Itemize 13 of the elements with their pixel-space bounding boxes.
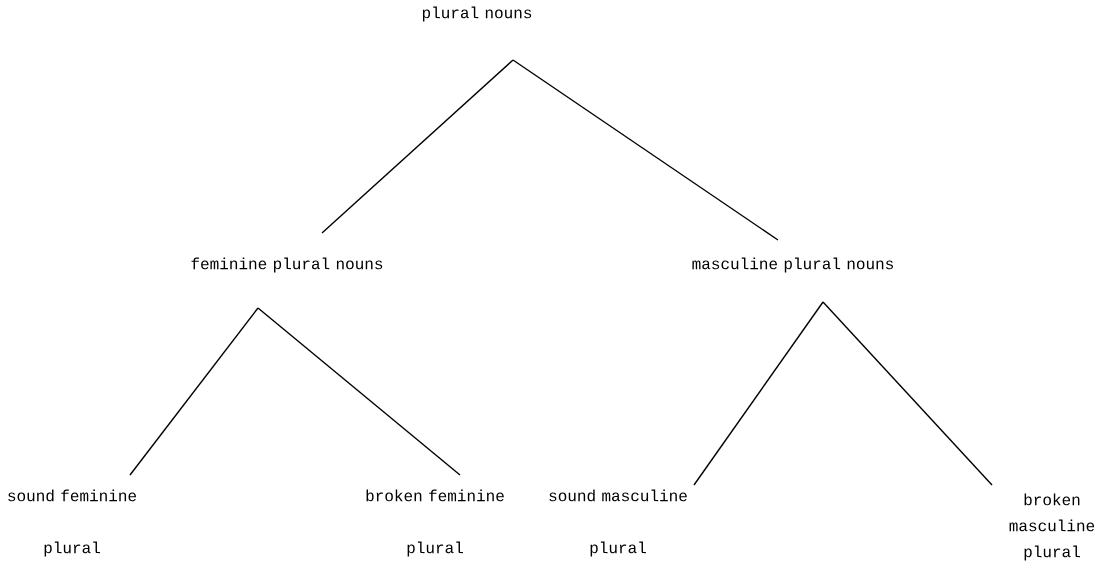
tree-line [129,307,259,476]
node-label: sound feminine plural [8,489,136,557]
tree-line [321,59,514,234]
tree-line [257,307,461,476]
node-label: sound masculine plural [549,489,687,557]
tree-line [822,301,993,486]
tree-line [512,59,779,241]
node-label: plural nouns [422,6,532,22]
node-label: broken masculine plural [1009,493,1095,561]
tree-line [693,301,824,486]
node-label: feminine plural nouns [191,257,383,273]
node-label: masculine plural nouns [692,257,893,273]
node-label: broken feminine plural [366,489,504,557]
